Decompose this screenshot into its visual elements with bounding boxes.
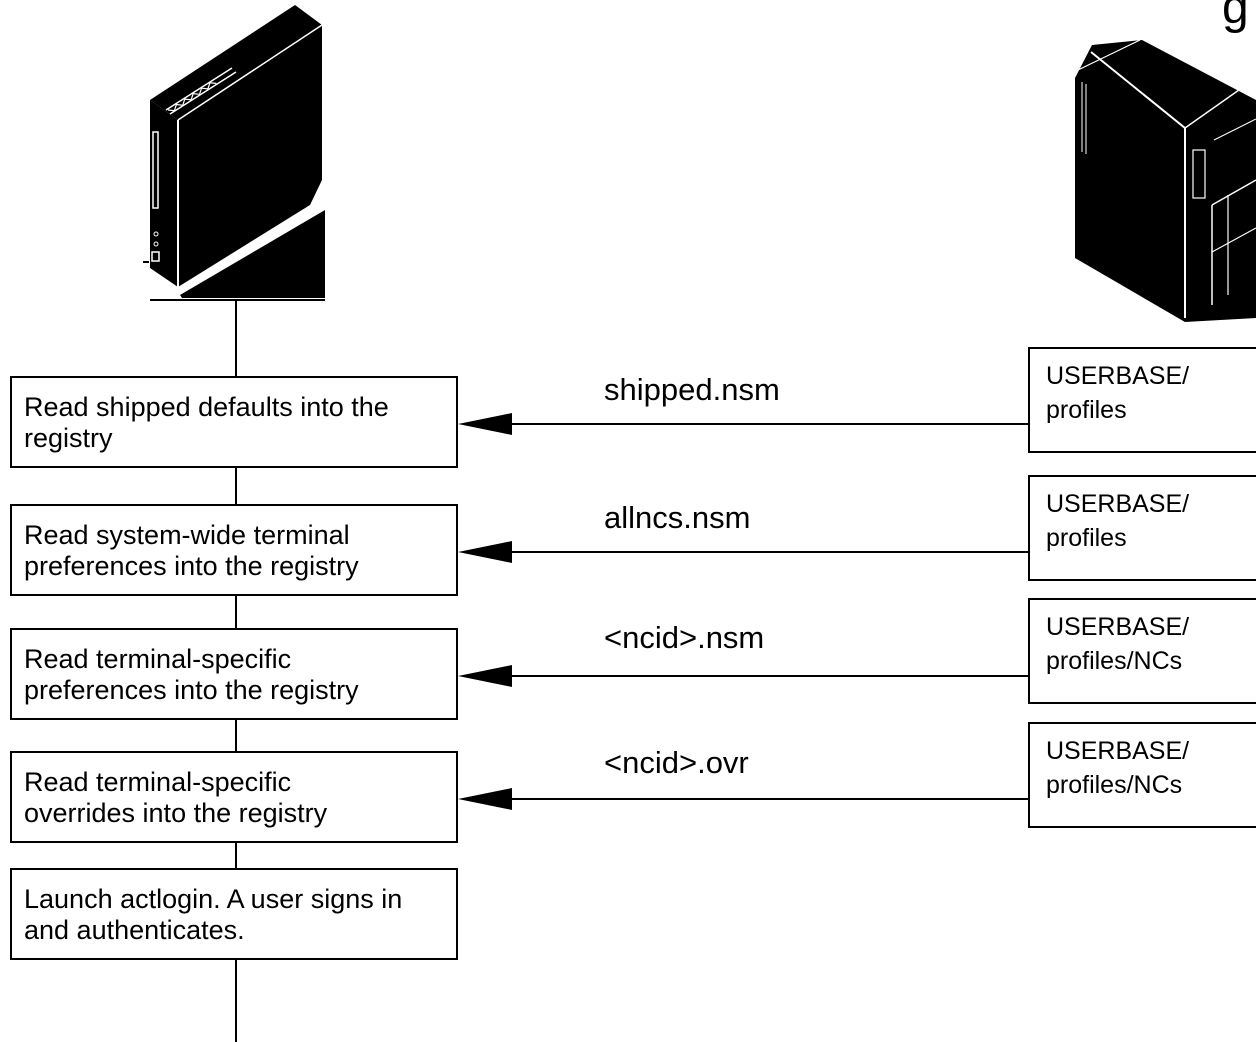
network-computer-icon [143,5,325,298]
corner-title-fragment: g [1222,0,1249,34]
source-box-userbase-profiles-ncs: USERBASE/ profiles/NCs [1028,722,1256,828]
source-text-line2: profiles [1046,396,1127,424]
step-text-line1: Read terminal-specific [24,767,292,797]
arrow-shipped [458,413,1028,435]
step-box-terminal-overrides: Read terminal-specific overrides into th… [10,751,458,843]
source-text-line2: profiles/NCs [1046,771,1183,799]
step-box-shipped-defaults: Read shipped defaults into the registry [10,376,458,468]
file-label-shipped-nsm: shipped.nsm [604,372,780,407]
step-text-line1: Launch actlogin. A user signs in [24,884,403,914]
file-label-allncs-nsm: allncs.nsm [604,500,751,535]
step-box-system-wide-preferences: Read system-wide terminal preferences in… [10,504,458,596]
step-box-terminal-preferences: Read terminal-specific preferences into … [10,628,458,720]
source-text-line1: USERBASE/ [1046,613,1190,641]
server-tower-icon [1075,39,1256,322]
source-text-line1: USERBASE/ [1046,737,1190,765]
source-text-line2: profiles [1046,524,1127,552]
step-text-line2: and authenticates. [24,915,245,945]
source-text-line1: USERBASE/ [1046,490,1190,518]
source-text-line1: USERBASE/ [1046,362,1190,390]
file-label-ncid-ovr: <ncid>.ovr [604,745,749,780]
step-text-line1: Read shipped defaults into the [24,392,389,422]
file-label-ncid-nsm: <ncid>.nsm [604,620,765,655]
step-text-line2: preferences into the registry [24,675,359,705]
step-box-launch-actlogin: Launch actlogin. A user signs in and aut… [10,868,458,960]
arrow-allncs [458,541,1028,563]
arrow-ncid-ovr [458,788,1028,810]
source-text-line2: profiles/NCs [1046,647,1183,675]
step-text-line2: overrides into the registry [24,798,328,828]
step-text-line2: preferences into the registry [24,551,359,581]
step-text-line1: Read terminal-specific [24,644,292,674]
source-box-userbase-profiles: USERBASE/ profiles [1028,475,1256,581]
arrow-ncid-nsm [458,665,1028,687]
source-box-userbase-profiles: USERBASE/ profiles [1028,347,1256,453]
step-text-line2: registry [24,423,113,453]
step-text-line1: Read system-wide terminal [24,520,350,550]
source-box-userbase-profiles-ncs: USERBASE/ profiles/NCs [1028,598,1256,704]
